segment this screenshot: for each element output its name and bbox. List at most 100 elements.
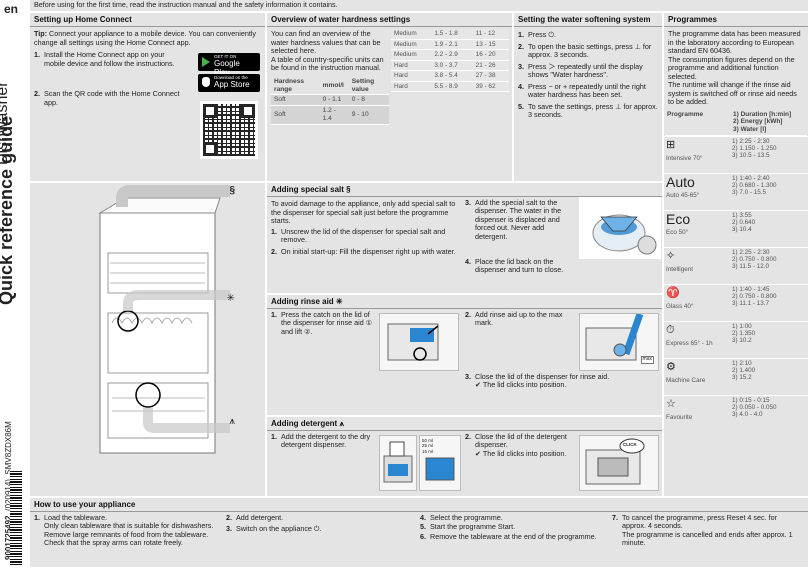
howto-step-7-detail: The programme is cancelled and ends afte… <box>622 529 793 548</box>
programmes-section: Programmes The programme data has been m… <box>664 13 808 496</box>
howto-step-2: Add detergent. <box>236 513 284 522</box>
machine-care-icon: ⚙ <box>666 360 676 373</box>
hardness-title: Overview of water hardness settings <box>267 13 512 28</box>
detergent-section: Adding detergent ⩚ 1.Add the detergent t… <box>267 417 662 496</box>
barcode <box>10 470 22 565</box>
detergent-close-image: CLICK <box>579 435 659 491</box>
detergent-check: ✔ The lid clicks into position. <box>475 448 567 458</box>
programme-name: Intelligent <box>666 265 693 273</box>
howto-step-1: Load the tableware. <box>44 513 108 522</box>
hardness-section: Overview of water hardness settings You … <box>267 13 512 181</box>
ml15-label: 15 ml <box>422 448 434 454</box>
home-step-2: Scan the QR code with the Home Connect a… <box>44 89 180 107</box>
howto-step-7: To cancel the programme, press Reset 4 s… <box>622 513 777 531</box>
soft-step-3: Press ＞ repeatedly until the display sho… <box>528 61 643 80</box>
hardness-text: You can find an overview of the water ha… <box>271 29 381 56</box>
home-step-1: Install the Home Connect app on your mob… <box>44 50 175 68</box>
soft-step-5: To save the settings, press ⊥ for approx… <box>528 101 658 120</box>
programme-value-v3: 3) 10.4 <box>732 226 752 234</box>
programme-name: Favourite <box>666 413 693 421</box>
app-store-badge[interactable]: Download on the App Store <box>198 74 260 92</box>
programme-value-v2: 2) 1.350 <box>732 330 756 337</box>
salt-step-3: Add the special salt to the dispenser. T… <box>475 198 562 241</box>
rinse-section: Adding rinse aid ✳ 1.Press the catch on … <box>267 295 662 415</box>
salt-title: Adding special salt § <box>267 183 662 198</box>
programme-value-v1: 1) 3:55 <box>732 211 752 219</box>
programme-value-v1: 1) 1:00 <box>732 322 752 330</box>
pot-icon: ⊞ <box>666 138 676 151</box>
programme-value-v3: 3) 4.0 - 4.0 <box>732 411 763 419</box>
programme-value-v1: 1) 2:25 - 2:30 <box>732 137 770 145</box>
soft-step-1: Press ⏻. <box>528 30 557 40</box>
home-connect-tip: Tip: Connect your appliance to a mobile … <box>34 29 257 47</box>
dishwasher-drawing <box>98 185 230 454</box>
glass-icon: ♈ <box>666 286 680 299</box>
rinse-title-icon: ✳ <box>335 297 343 306</box>
rinse-step-1: Press the catch on the lid of the dispen… <box>281 310 373 336</box>
programme-value-v2: 2) 0.750 - 0.800 <box>732 293 777 300</box>
howto-section: How to use your appliance 1.Load the tab… <box>30 498 808 567</box>
salt-step-1: Unscrew the lid of the dispenser for spe… <box>281 226 446 245</box>
programme-value-v3: 3) 7.0 - 15.5 <box>732 189 766 197</box>
star-icon: ☆ <box>666 397 676 410</box>
programme-value-v1: 1) 0:15 - 0:15 <box>732 396 770 404</box>
auto-icon: Auto <box>666 173 695 190</box>
programmes-text: The programme data has been measured in … <box>668 29 801 56</box>
programme-name: Intensive 70° <box>666 154 703 162</box>
top-note: Before using for the first time, read th… <box>30 0 808 11</box>
hardness-text-2: A table of country-specific units can be… <box>271 54 384 73</box>
programme-value-v2: 2) 1.150 - 1.250 <box>732 145 777 152</box>
programme-value-v2: 2) 1.400 <box>732 367 756 374</box>
howto-step-5: Start the programme Start. <box>430 522 516 532</box>
programme-value-v3: 3) 11.5 - 12.0 <box>732 263 769 271</box>
programmes-text-2: The consumption figures depend on the pr… <box>668 54 795 81</box>
soft-step-4: Press − or + repeatedly until the right … <box>528 81 646 100</box>
programme-name: Express 65° - 1h <box>666 339 713 347</box>
dishwasher-illustration: § ✳ ⩚ <box>30 183 265 496</box>
howto-step-4: Select the programme. <box>430 513 503 522</box>
detergent-title-icon: ⩚ <box>339 419 344 428</box>
rinse-fill-image: max <box>579 312 659 371</box>
click-label: CLICK <box>623 442 637 447</box>
eco-icon: Eco <box>666 210 691 227</box>
detergent-step-2: Close the lid of the detergent dispenser… <box>475 432 567 450</box>
ml50-label: 50 ml <box>422 438 434 443</box>
salt-funnel-image <box>579 197 661 259</box>
home-connect-title: Setting up Home Connect <box>30 13 265 28</box>
programme-value-v1: 1) 2:25 - 2:30 <box>732 248 770 256</box>
detergent-dispenser-image-a <box>379 435 417 491</box>
programme-value-v3: 3) 15.2 <box>732 374 752 382</box>
quick-reference-title: Quick reference guide <box>0 115 16 305</box>
rinse-check: ✔ The lid clicks into position. <box>475 380 567 390</box>
howto-title: How to use your appliance <box>30 498 808 513</box>
model-code: SMV8ZDX86M <box>4 421 13 475</box>
programme-value-v3: 3) 10.5 - 13.5 <box>732 152 770 160</box>
softening-section: Setting the water softening system 1.Pre… <box>514 13 662 181</box>
rinse-aid-icon: ✳ <box>226 293 235 304</box>
qr-code[interactable] <box>200 101 258 159</box>
programme-name: Machine Care <box>666 376 706 384</box>
programme-value-v1: 1) 2:10 <box>732 359 752 367</box>
salt-intro: To avoid damage to the appliance, only a… <box>271 199 456 226</box>
programmes-title: Programmes <box>664 13 808 28</box>
salt-section: Adding special salt § To avoid damage to… <box>267 183 662 293</box>
max-mark-label: max <box>640 356 654 364</box>
programme-value-v3: 3) 10.2 <box>732 337 752 345</box>
detergent-step-1: Add the detergent to the dry detergent d… <box>281 432 371 450</box>
programme-value-v2: 2) 0.050 - 0.050 <box>732 404 777 411</box>
rinse-title: Adding rinse aid ✳ <box>267 295 662 310</box>
intelligent-icon: ✧ <box>666 249 676 262</box>
rinse-catch-image <box>379 313 459 371</box>
check-icon: ✔ <box>475 380 482 390</box>
programme-value-v2: 2) 0.640 <box>732 219 756 226</box>
google-play-badge[interactable]: GET IT ON Google Play <box>198 53 260 77</box>
